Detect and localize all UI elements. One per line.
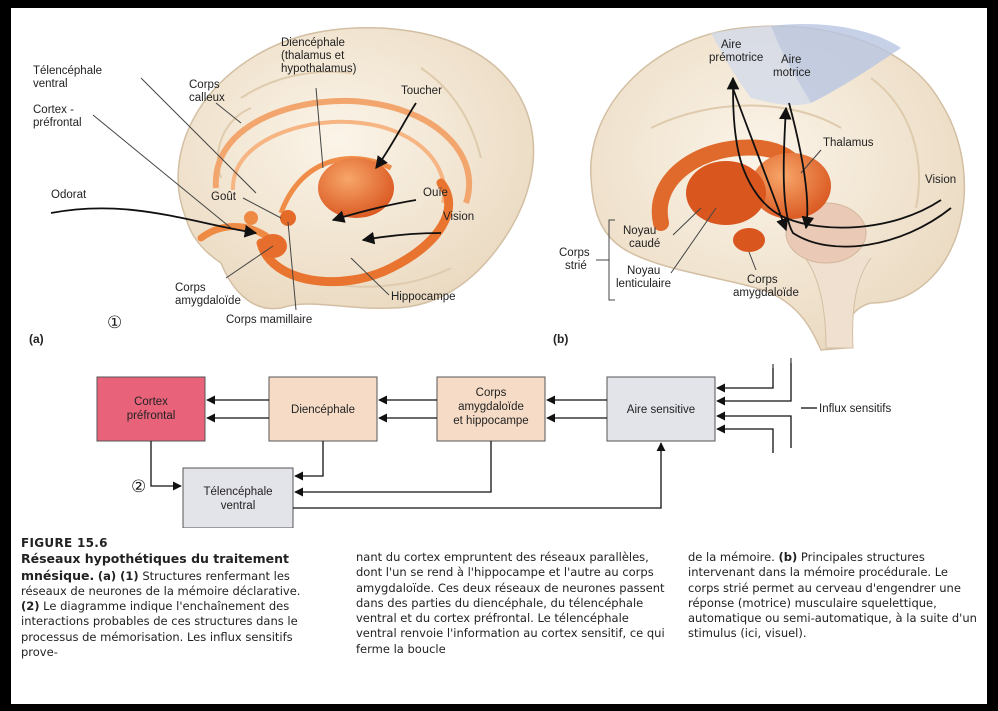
- part-a-marker: (a) (1): [98, 569, 139, 583]
- caption-column-2: nant du cortex empruntent des réseaux pa…: [356, 550, 666, 657]
- panel-a-label: (a): [29, 332, 44, 346]
- label-thalamus: Thalamus: [823, 137, 874, 149]
- part-b-marker: (b): [779, 550, 798, 564]
- label-influx-sensitifs: Influx sensitifs: [819, 403, 891, 415]
- label-ouie: Ouïe: [423, 187, 448, 199]
- label-cortex-prefrontal: Cortex -préfrontal: [33, 104, 82, 129]
- flow-marker: ②: [131, 477, 146, 496]
- caption-text-2: Le diagramme indique l'enchaînement des …: [21, 599, 298, 659]
- box-telencephale-ventral: [183, 468, 293, 528]
- caption-text-4: de la mémoire.: [688, 550, 775, 564]
- panel-b-label: (b): [553, 332, 568, 346]
- label-hippocampe: Hippocampe: [391, 291, 456, 303]
- caption-column-1: FIGURE 15.6 Réseaux hypothétiques du tra…: [21, 536, 321, 660]
- label-vision-a: Vision: [443, 211, 474, 223]
- label-odorat: Odorat: [51, 189, 87, 201]
- part-2-marker: (2): [21, 599, 40, 613]
- label-vision-b: Vision: [925, 174, 956, 186]
- label-toucher: Toucher: [401, 85, 442, 97]
- panel-a-marker: ①: [107, 313, 122, 332]
- label-corps-mamillaire: Corps mamillaire: [226, 314, 312, 326]
- label-gout: Goût: [211, 191, 237, 203]
- figure-number: FIGURE 15.6: [21, 536, 321, 551]
- svg-text:Aire sensitive: Aire sensitive: [627, 404, 695, 416]
- caption-text-3: nant du cortex empruntent des réseaux pa…: [356, 550, 665, 656]
- box-cortex-prefrontal: [97, 377, 205, 441]
- svg-text:Diencéphale: Diencéphale: [291, 404, 355, 416]
- caption-column-3: de la mémoire. (b) Principales structure…: [688, 550, 983, 642]
